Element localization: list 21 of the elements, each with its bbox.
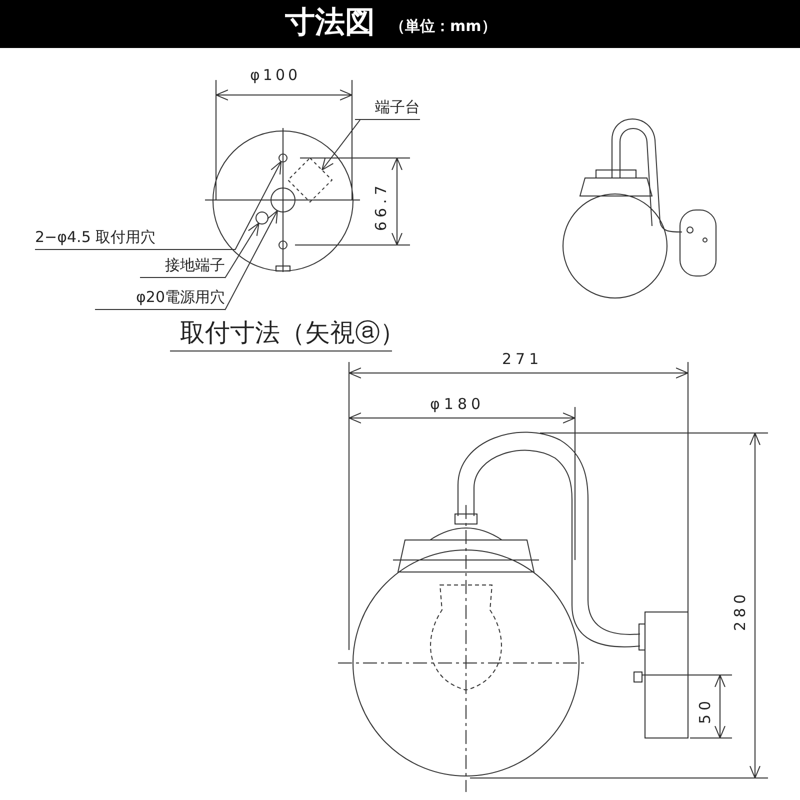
unit-note: （単位：mm） — [390, 19, 496, 34]
callout-label: 接地端子 — [140, 258, 225, 278]
dimension-label: 50 — [698, 696, 713, 724]
callout-label: 2−φ4.5 取付用穴 — [35, 230, 235, 250]
dimension-label: φ100 — [250, 68, 301, 83]
leader-line — [322, 120, 360, 170]
leader-line — [224, 222, 260, 278]
leader-line — [224, 210, 278, 310]
callout-label: 端子台 — [355, 100, 420, 120]
leader-line — [234, 161, 282, 250]
callout-label: φ20電源用穴 — [95, 290, 225, 310]
dimension-label: 280 — [733, 590, 748, 631]
page-title: 寸法図 — [285, 8, 375, 38]
view-caption: 取付寸法（矢視ⓐ） — [180, 320, 405, 345]
dimension-label: 271 — [502, 352, 543, 367]
terminal-block — [287, 157, 333, 203]
dimension-label: 66.7 — [374, 182, 389, 231]
power-cable-hole — [270, 188, 296, 212]
ground-terminal — [256, 212, 268, 224]
mounting-hole — [278, 154, 288, 162]
dimension-label: φ180 — [430, 397, 485, 412]
